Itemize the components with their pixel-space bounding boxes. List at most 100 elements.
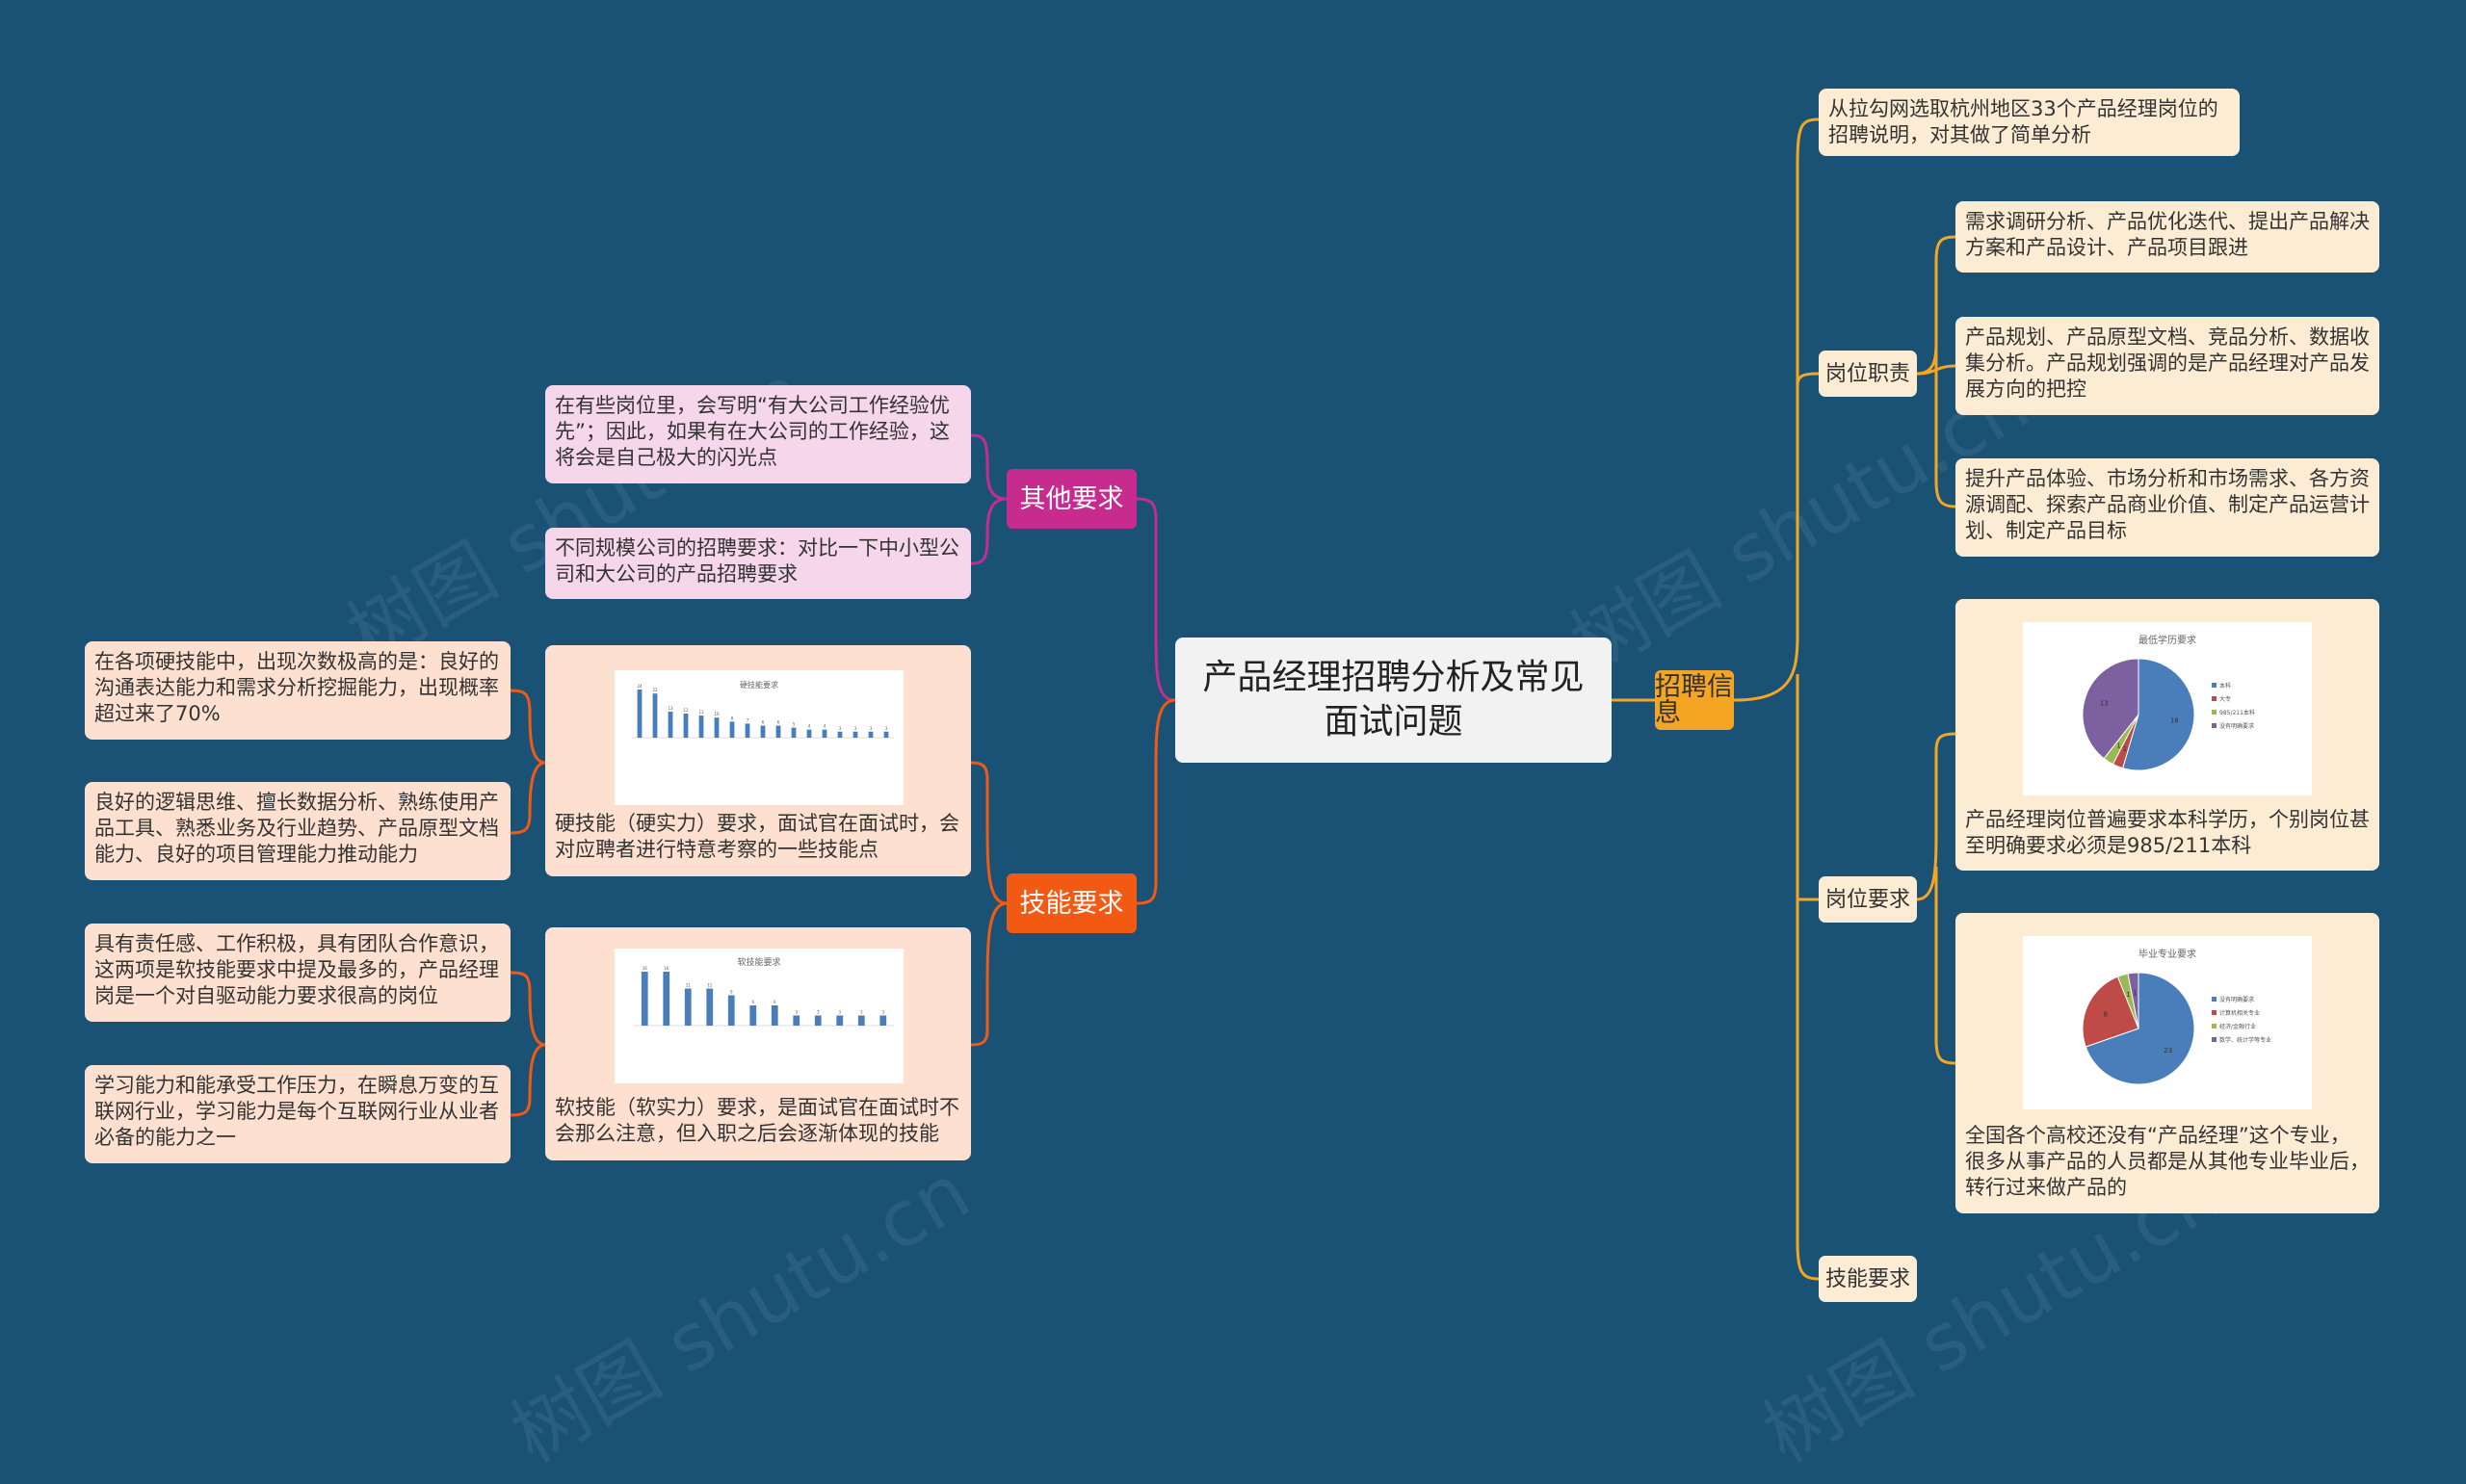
soft-skill-note[interactable]: 学习能力和能承受工作压力，在瞬息万变的互联网行业，学习能力是每个互联网行业从业者… <box>85 1065 511 1163</box>
education-text: 产品经理岗位普遍要求本科学历，个别岗位甚至明确要求必须是985/211本科 <box>1965 808 2370 857</box>
pie-data-label: 1 <box>2123 745 2127 753</box>
soft-skill-note[interactable]: 具有责任感、工作积极，具有团队合作意识，这两项是软技能要求中提及最多的，产品经理… <box>85 924 511 1022</box>
bar <box>684 988 692 1026</box>
bar <box>857 1015 865 1026</box>
bar <box>879 1015 887 1026</box>
chart-title: 硬技能要求 <box>740 681 778 690</box>
soft-skill-text: 软技能（软实力）要求，是面试官在面试时不会那么注意，但入职之后会逐渐体现的技能 <box>555 1096 959 1145</box>
legend-swatch <box>2212 683 2217 688</box>
other-note[interactable]: 在有些岗位里，会写明“有大公司工作经验优先”；因此，如果有在大公司的工作经验，这… <box>545 385 971 483</box>
legend-swatch <box>2212 1010 2217 1015</box>
bar-data-label: 8 <box>731 716 734 720</box>
bar-data-label: 3 <box>838 1010 841 1015</box>
pie-data-label: 1 <box>2116 742 2120 750</box>
chart-title: 最低学历要求 <box>2138 636 2196 646</box>
bar <box>837 731 843 738</box>
bar-data-label: 11 <box>686 983 692 988</box>
legend-swatch <box>2212 696 2217 701</box>
bar <box>683 714 689 738</box>
pie-slice <box>2082 658 2139 760</box>
subtopic-skills[interactable]: 技能要求 <box>1819 1256 1917 1302</box>
bar <box>814 1015 822 1026</box>
subtopic-duties[interactable]: 岗位职责 <box>1819 351 1917 397</box>
bar <box>853 731 858 738</box>
chart-title: 软技能要求 <box>737 958 781 968</box>
bar-data-label: 3 <box>839 726 842 731</box>
bar-data-label: 7 <box>747 717 749 722</box>
pie-data-label: 1 <box>2126 991 2130 999</box>
bar <box>729 721 735 738</box>
bar-data-label: 3 <box>817 1010 820 1015</box>
hard-skill-note[interactable]: 良好的逻辑思维、擅长数据分析、熟练使用产品工具、熟悉业务及行业趋势、产品原型文档… <box>85 782 511 880</box>
bar <box>641 972 648 1026</box>
topic-other-requirements[interactable]: 其他要求 <box>1007 469 1137 529</box>
legend-swatch <box>2212 710 2217 715</box>
bar-data-label: 11 <box>698 710 704 715</box>
pie-data-label: 23 <box>2164 1047 2172 1054</box>
legend-entry: 985/211本科 <box>2219 709 2255 716</box>
bar <box>714 717 720 738</box>
bar-data-label: 5 <box>793 722 796 727</box>
legend-entry: 大专 <box>2219 695 2231 703</box>
pie-data-label: 13 <box>2100 700 2109 708</box>
bar-data-label: 6 <box>774 1000 776 1004</box>
bar-data-label: 4 <box>808 724 811 729</box>
topic-recruitment-info[interactable]: 招聘信息 <box>1655 670 1734 730</box>
hard-skill-text: 硬技能（硬实力）要求，面试官在面试时，会对应聘者进行特意考察的一些技能点 <box>555 812 959 861</box>
major-text: 全国各个高校还没有“产品经理”这个专业，很多从事产品的人员都是从其他专业毕业后，… <box>1965 1124 2370 1199</box>
legend-swatch <box>2212 1024 2217 1028</box>
duty-item[interactable]: 产品规划、产品原型文档、竞品分析、数据收集分析。产品规划强调的是产品经理对产品发… <box>1955 317 2379 415</box>
bar <box>727 995 735 1026</box>
bar <box>883 731 889 738</box>
hard-skill-note[interactable]: 在各项硬技能中，出现次数极高的是：良好的沟通表达能力和需求分析挖掘能力，出现概率… <box>85 641 511 740</box>
pie-data-label: 1 <box>2133 989 2137 997</box>
bar <box>652 693 658 738</box>
bar <box>806 729 812 738</box>
center-topic[interactable]: 产品经理招聘分析及常见面试问题 <box>1175 638 1612 763</box>
intro-note[interactable]: 从拉勾网选取杭州地区33个产品经理岗位的招聘说明，对其做了简单分析 <box>1819 89 2240 156</box>
legend-swatch <box>2212 997 2217 1002</box>
bar-data-label: 3 <box>854 726 857 731</box>
topic-skill-requirements[interactable]: 技能要求 <box>1007 873 1137 933</box>
bar-data-label: 10 <box>714 712 720 716</box>
duty-item[interactable]: 需求调研分析、产品优化迭代、提出产品解决方案和产品设计、产品项目跟进 <box>1955 201 2379 273</box>
legend-entry: 计算机相关专业 <box>2219 1009 2260 1017</box>
bar-data-label: 24 <box>637 684 643 689</box>
pie-slice <box>2127 972 2139 1029</box>
bar-data-label: 22 <box>652 688 658 692</box>
pie-slice <box>2085 972 2195 1085</box>
bar <box>706 988 714 1026</box>
bar-data-label: 6 <box>777 720 780 725</box>
bar-data-label: 3 <box>870 726 873 731</box>
bar-data-label: 16 <box>643 966 648 971</box>
legend-entry: 本科 <box>2219 682 2231 690</box>
legend-entry: 经济/金融行业 <box>2219 1023 2256 1030</box>
bar-data-label: 11 <box>707 983 713 988</box>
bar-data-label: 3 <box>860 1010 863 1015</box>
connector-lines <box>510 117 1956 1281</box>
pie-data-label: 18 <box>2170 716 2179 724</box>
pie-slice <box>2122 658 2195 771</box>
bar <box>663 972 670 1026</box>
bar-data-label: 12 <box>683 708 689 713</box>
bar <box>791 727 797 738</box>
subtopic-requirements[interactable]: 岗位要求 <box>1819 876 1917 923</box>
duty-item[interactable]: 提升产品体验、市场分析和市场需求、各方资源调配、探索产品商业价值、制定产品运营计… <box>1955 458 2379 557</box>
bar-data-label: 6 <box>751 1000 754 1004</box>
bar-data-label: 4 <box>824 724 826 729</box>
bar <box>771 1005 778 1026</box>
legend-swatch <box>2212 723 2217 728</box>
bar-data-label: 6 <box>762 720 765 725</box>
bar <box>637 690 643 738</box>
bar <box>793 1015 800 1026</box>
bar <box>698 716 704 738</box>
other-note[interactable]: 不同规模公司的招聘要求：对比一下中小型公司和大公司的产品招聘要求 <box>545 528 971 599</box>
bar-data-label: 16 <box>664 966 669 971</box>
